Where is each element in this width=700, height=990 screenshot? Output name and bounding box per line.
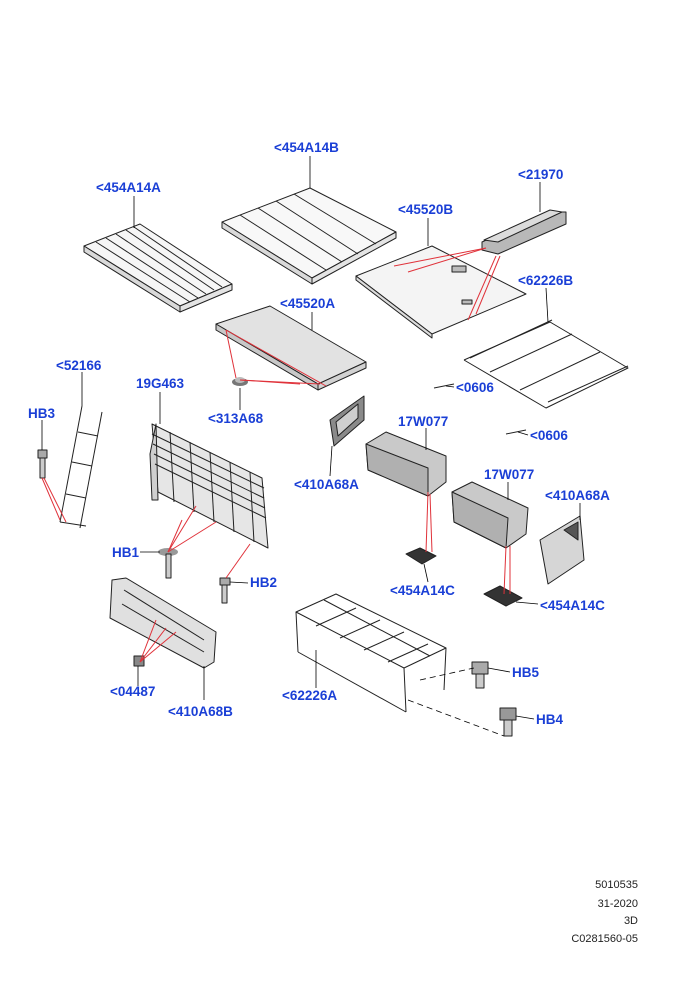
footer-code-1: 5010535 — [595, 879, 638, 891]
part-labels: <454A14B <454A14A <21970 <45520B <62226B… — [28, 140, 610, 727]
floor-panel-center — [221, 187, 397, 285]
label-HB3: HB3 — [28, 406, 55, 421]
label-454A14B: <454A14B — [274, 140, 339, 155]
label-62226B: <62226B — [518, 273, 573, 288]
label-313A68: <313A68 — [208, 411, 264, 426]
partition-grille — [149, 423, 269, 549]
bolt-hb3 — [37, 449, 48, 479]
label-HB5: HB5 — [512, 665, 539, 680]
label-454A14C-a: <454A14C — [390, 583, 455, 598]
label-0606-b: <0606 — [530, 428, 568, 443]
label-04487: <04487 — [110, 684, 155, 699]
floor-panel-left — [83, 223, 233, 313]
bulkhead-panel — [109, 577, 217, 669]
clip-0606-a — [433, 383, 455, 389]
bracket-04487 — [133, 655, 145, 667]
label-HB2: HB2 — [250, 575, 277, 590]
mat-b — [483, 585, 523, 607]
insulation-panel-b — [451, 481, 529, 549]
floor-panel-lower — [215, 305, 367, 391]
trim-strip — [481, 209, 567, 255]
label-21970: <21970 — [518, 167, 563, 182]
footer-code-3: 3D — [623, 915, 638, 927]
label-45520B: <45520B — [398, 202, 453, 217]
label-17W077-b: 17W077 — [484, 467, 534, 482]
side-trim-a — [329, 395, 365, 447]
fastener-313A68 — [232, 377, 248, 386]
label-17W077-a: 17W077 — [398, 414, 448, 429]
footer-code-4: C0281560-05 — [571, 933, 638, 945]
label-52166: <52166 — [56, 358, 102, 373]
label-454A14A: <454A14A — [96, 180, 161, 195]
insulation-panel-a — [365, 431, 447, 497]
bolt-hb5 — [471, 661, 489, 689]
dashed-lines — [407, 667, 505, 737]
label-454A14C-b: <454A14C — [540, 598, 605, 613]
bolt-hb2 — [219, 577, 231, 604]
floor-panel-right — [355, 245, 527, 339]
label-410A68B: <410A68B — [168, 704, 233, 719]
label-410A68A-b: <410A68A — [545, 488, 610, 503]
side-trim-b — [539, 515, 585, 585]
label-0606-a: <0606 — [456, 380, 494, 395]
label-HB4: HB4 — [536, 712, 563, 727]
red-leader-lines — [41, 247, 511, 663]
mat-a — [405, 547, 437, 565]
label-45520A: <45520A — [280, 296, 335, 311]
rack-frame — [463, 319, 629, 409]
ladder — [59, 405, 103, 529]
bolt-hb1 — [158, 548, 178, 579]
label-19G463: 19G463 — [136, 376, 185, 391]
label-62226A: <62226A — [282, 688, 337, 703]
label-410A68A-a: <410A68A — [294, 477, 359, 492]
clip-0606-b — [505, 429, 527, 435]
leader-lines — [41, 156, 581, 720]
floor-frame — [295, 593, 447, 713]
label-HB1: HB1 — [112, 545, 139, 560]
footer-code-2: 31-2020 — [597, 898, 638, 910]
bolt-hb4 — [499, 707, 517, 737]
